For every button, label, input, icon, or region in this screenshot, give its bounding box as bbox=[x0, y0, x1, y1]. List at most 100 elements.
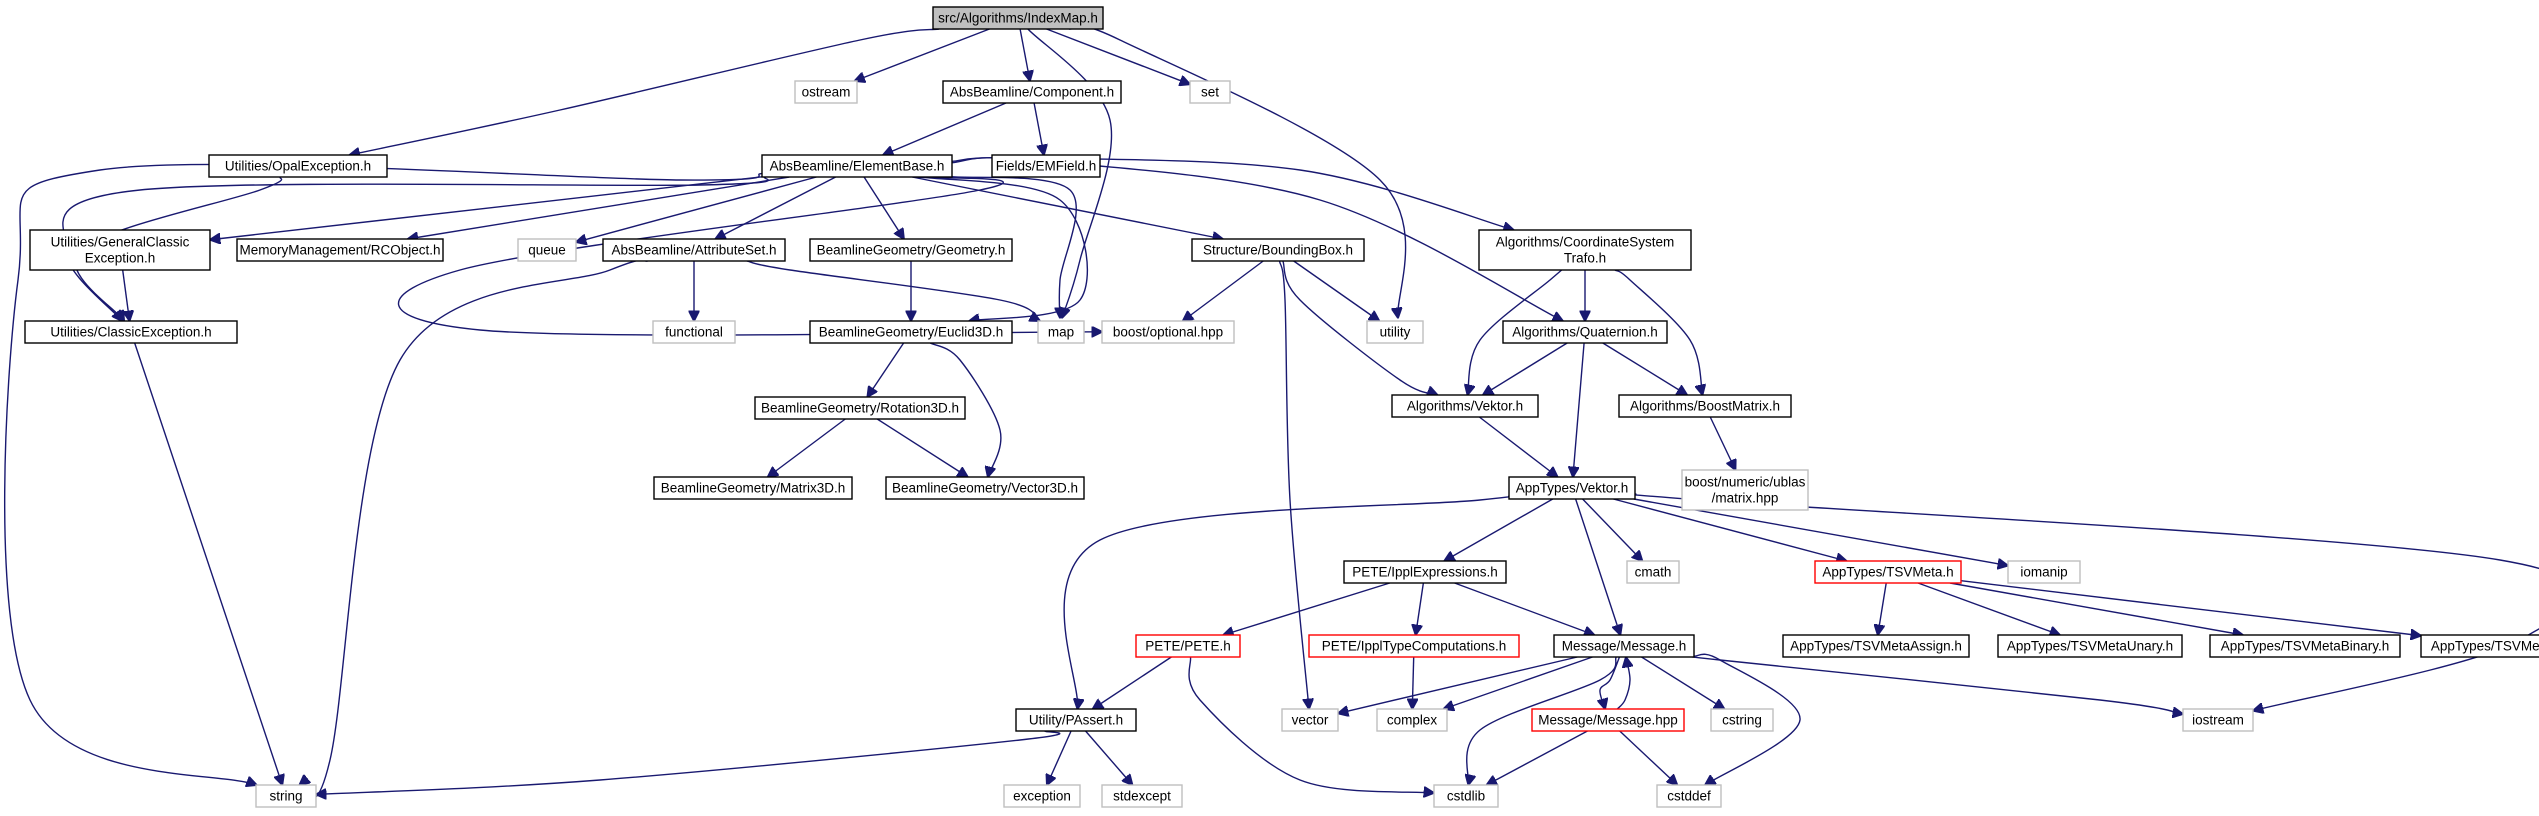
node-box bbox=[794, 80, 858, 104]
edge-messageh-to-messagehpp bbox=[1600, 656, 1621, 709]
edge-boostmatrix-to-ublas bbox=[1709, 416, 1735, 470]
node-component[interactable]: AbsBeamline/Component.h bbox=[942, 80, 1122, 104]
edge-genclassic-to-classicexc bbox=[121, 269, 130, 321]
node-label: Structure/BoundingBox.h bbox=[1203, 243, 1353, 258]
node-box bbox=[1618, 394, 1792, 418]
edge-boundingbox-to-vector bbox=[1278, 260, 1309, 709]
node-label: Algorithms/CoordinateSystem bbox=[1496, 235, 1675, 250]
node-tsvbinary[interactable]: AppTypes/TSVMetaBinary.h bbox=[2209, 634, 2401, 658]
node-box bbox=[1391, 394, 1539, 418]
node-tsvunary[interactable]: AppTypes/TSVMetaUnary.h bbox=[1997, 634, 2183, 658]
edge-component-to-elementbase bbox=[883, 102, 1007, 155]
node-appvektor[interactable]: AppTypes/Vektor.h bbox=[1508, 476, 1636, 500]
edge-coordtrafo-to-algvektor bbox=[1468, 269, 1563, 395]
node-set: set bbox=[1189, 80, 1231, 104]
node-label: src/Algorithms/IndexMap.h bbox=[938, 11, 1098, 26]
node-ippltypecomp[interactable]: PETE/IpplTypeComputations.h bbox=[1308, 634, 1520, 658]
node-label: AppTypes/TSVMetaDot.h bbox=[2431, 639, 2539, 654]
node-box bbox=[1281, 708, 1339, 732]
edge-component-to-emfield bbox=[1033, 102, 1044, 155]
edge-elementbase-to-string bbox=[3, 163, 763, 785]
node-label: queue bbox=[528, 243, 566, 258]
edge-quaternion-to-appvektor bbox=[1573, 342, 1585, 477]
node-box bbox=[761, 154, 953, 178]
node-quaternion[interactable]: Algorithms/Quaternion.h bbox=[1502, 320, 1668, 344]
node-cmath: cmath bbox=[1626, 560, 1680, 584]
edge-elementbase-to-queue bbox=[576, 176, 817, 242]
node-box bbox=[809, 320, 1013, 344]
node-attrset[interactable]: AbsBeamline/AttributeSet.h bbox=[602, 238, 786, 262]
node-tsvmeta[interactable]: AppTypes/TSVMeta.h bbox=[1814, 560, 1962, 584]
node-label: stdexcept bbox=[1113, 789, 1171, 804]
node-label: PETE/IpplExpressions.h bbox=[1352, 565, 1498, 580]
node-label: Message/Message.hpp bbox=[1538, 713, 1678, 728]
node-box bbox=[1366, 320, 1424, 344]
node-box bbox=[1531, 708, 1685, 732]
node-label: Algorithms/Quaternion.h bbox=[1512, 325, 1658, 340]
node-messageh[interactable]: Message/Message.h bbox=[1553, 634, 1695, 658]
edge-boundingbox-to-utility bbox=[1293, 260, 1380, 321]
node-box bbox=[255, 784, 317, 808]
node-label: Algorithms/BoostMatrix.h bbox=[1630, 399, 1780, 414]
node-stdexcept: stdexcept bbox=[1101, 784, 1183, 808]
node-label: AppTypes/Vektor.h bbox=[1516, 481, 1629, 496]
node-rcobject[interactable]: MemoryManagement/RCObject.h bbox=[236, 238, 444, 262]
node-label: BeamlineGeometry/Matrix3D.h bbox=[661, 481, 846, 496]
node-box bbox=[1191, 238, 1365, 262]
node-box bbox=[942, 80, 1122, 104]
node-emfield[interactable]: Fields/EMField.h bbox=[991, 154, 1101, 178]
node-box bbox=[1814, 560, 1962, 584]
node-geometry[interactable]: BeamlineGeometry/Geometry.h bbox=[809, 238, 1013, 262]
edge-passert-to-stdexcept bbox=[1085, 730, 1133, 785]
node-box bbox=[1656, 784, 1722, 808]
edge-elementbase-to-rcobject bbox=[408, 176, 790, 239]
node-boostmatrix[interactable]: Algorithms/BoostMatrix.h bbox=[1618, 394, 1792, 418]
node-messagehpp[interactable]: Message/Message.hpp bbox=[1531, 708, 1685, 732]
edge-appvektor-to-ipplexpr bbox=[1444, 498, 1554, 561]
edge-messagehpp-to-cstddef bbox=[1619, 730, 1678, 785]
node-box bbox=[809, 238, 1013, 262]
node-label: set bbox=[1201, 85, 1219, 100]
node-vector3d[interactable]: BeamlineGeometry/Vector3D.h bbox=[885, 476, 1085, 500]
node-box bbox=[1101, 784, 1183, 808]
node-label: Utilities/ClassicException.h bbox=[50, 325, 211, 340]
node-tsvassign[interactable]: AppTypes/TSVMetaAssign.h bbox=[1782, 634, 1970, 658]
edge-appvektor-to-messageh bbox=[1574, 498, 1621, 635]
node-label: iomanip bbox=[2020, 565, 2067, 580]
node-box bbox=[1308, 634, 1520, 658]
node-label: Utility/PAssert.h bbox=[1029, 713, 1123, 728]
node-label: Message/Message.h bbox=[1562, 639, 1687, 654]
node-boundingbox[interactable]: Structure/BoundingBox.h bbox=[1191, 238, 1365, 262]
node-euclid3d[interactable]: BeamlineGeometry/Euclid3D.h bbox=[809, 320, 1013, 344]
node-root[interactable]: src/Algorithms/IndexMap.h bbox=[932, 6, 1104, 30]
edge-rotation3d-to-vector3d bbox=[876, 418, 968, 477]
node-pete[interactable]: PETE/PETE.h bbox=[1135, 634, 1241, 658]
edge-messageh-to-cstring bbox=[1641, 656, 1725, 709]
node-box bbox=[1502, 320, 1668, 344]
edge-tsvmeta-to-tsvdot bbox=[1960, 580, 2421, 636]
node-algvektor[interactable]: Algorithms/Vektor.h bbox=[1391, 394, 1539, 418]
node-matrix3d[interactable]: BeamlineGeometry/Matrix3D.h bbox=[653, 476, 853, 500]
node-classicexc[interactable]: Utilities/ClassicException.h bbox=[24, 320, 238, 344]
node-label: BeamlineGeometry/Geometry.h bbox=[817, 243, 1006, 258]
edge-messageh-to-vector bbox=[1338, 656, 1578, 713]
node-label: utility bbox=[1380, 325, 1411, 340]
node-opalexc[interactable]: Utilities/OpalException.h bbox=[208, 154, 388, 178]
node-label: Utilities/GeneralClassic bbox=[51, 235, 190, 250]
node-rotation3d[interactable]: BeamlineGeometry/Rotation3D.h bbox=[754, 396, 966, 420]
node-box bbox=[1478, 229, 1692, 271]
node-label: Utilities/OpalException.h bbox=[225, 159, 371, 174]
node-tsvdot[interactable]: AppTypes/TSVMetaDot.h bbox=[2420, 634, 2539, 658]
node-passert[interactable]: Utility/PAssert.h bbox=[1015, 708, 1137, 732]
node-label: BeamlineGeometry/Vector3D.h bbox=[892, 481, 1078, 496]
edge-pete-to-cstdlib bbox=[1188, 656, 1434, 793]
node-ipplexpr[interactable]: PETE/IpplExpressions.h bbox=[1343, 560, 1507, 584]
node-box bbox=[1508, 476, 1636, 500]
node-elementbase[interactable]: AbsBeamline/ElementBase.h bbox=[761, 154, 953, 178]
node-cstddef: cstddef bbox=[1656, 784, 1722, 808]
edge-attrset-to-string bbox=[299, 259, 648, 799]
node-label: MemoryManagement/RCObject.h bbox=[239, 243, 440, 258]
edge-boundingbox-to-optional bbox=[1183, 260, 1264, 321]
